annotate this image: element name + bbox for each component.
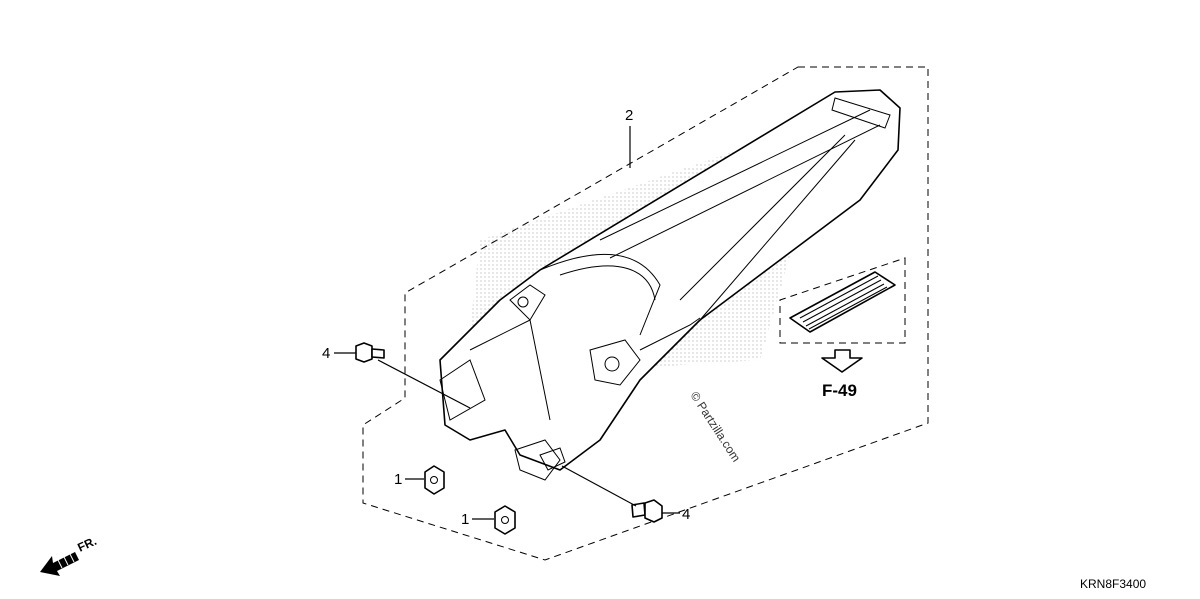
flange-bolt-upper[interactable]	[355, 342, 385, 363]
flange-bolt-lower[interactable]	[631, 499, 663, 523]
front-direction-label: FR.	[75, 534, 98, 555]
diagram-code: KRN8F3400	[1080, 577, 1146, 591]
label-decal[interactable]	[779, 257, 906, 344]
callout-4-upper[interactable]: 4	[322, 345, 330, 362]
rear-fender[interactable]	[439, 89, 901, 481]
callout-1-lower[interactable]: 1	[461, 511, 469, 528]
reference-arrow-icon	[821, 349, 863, 373]
assembly-boundary	[362, 66, 929, 561]
reference-label[interactable]: F-49	[822, 381, 857, 400]
leader-line-4-lower-b	[561, 465, 637, 507]
callout-4-lower[interactable]: 4	[682, 506, 690, 523]
watermark-text: © Partzilla.com	[687, 389, 743, 464]
callout-2[interactable]: 2	[625, 107, 633, 124]
clip-nut-lower[interactable]	[494, 505, 516, 535]
clip-nut-upper[interactable]	[424, 465, 445, 495]
callout-1-upper[interactable]: 1	[394, 471, 402, 488]
front-direction-arrow-icon	[40, 552, 79, 576]
leader-line-4-upper-b	[377, 359, 471, 409]
